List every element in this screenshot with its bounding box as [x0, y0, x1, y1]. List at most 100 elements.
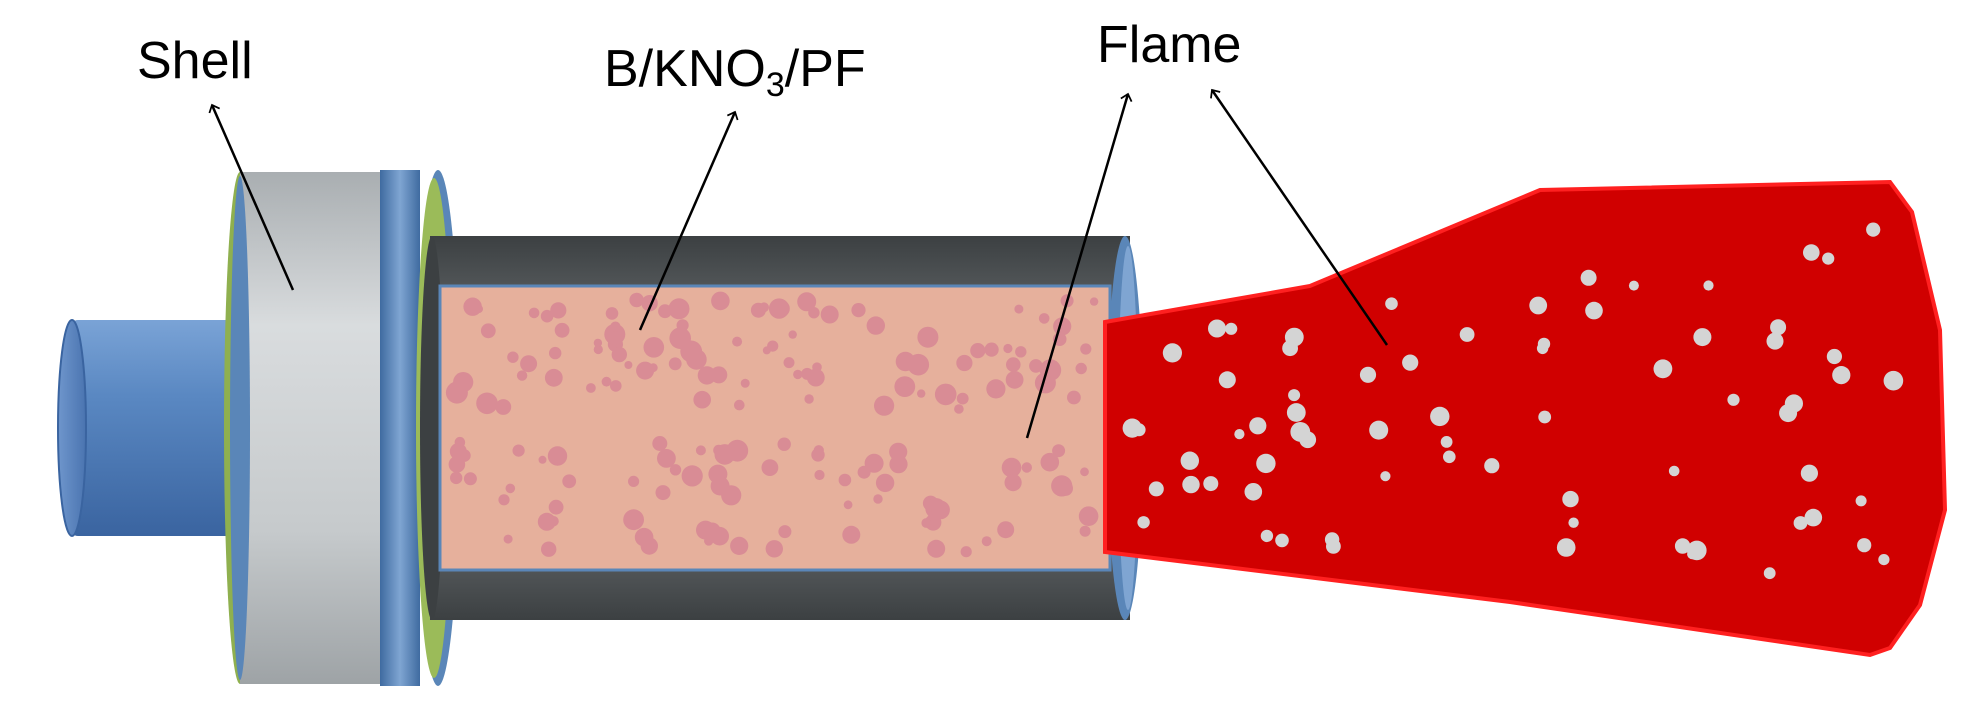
propellant-particle [788, 330, 797, 339]
propellant-particle [604, 323, 626, 345]
propellant-particle [874, 395, 895, 416]
propellant-particle [593, 344, 603, 355]
flame-particle [1803, 244, 1820, 261]
flame-label: Flame [1097, 16, 1241, 74]
propellant-particle [669, 327, 691, 350]
propellant-particle [1089, 297, 1099, 306]
propellant-particle [734, 399, 745, 411]
flame-particle [1326, 539, 1341, 554]
flame-particle [1369, 420, 1389, 440]
flame-particle [1568, 517, 1579, 528]
flame-particle [1430, 406, 1450, 427]
propellant-particle [453, 372, 474, 393]
flame-particle [1234, 429, 1245, 440]
flame-particle [1529, 296, 1548, 315]
propellant-particle [778, 525, 792, 539]
propellant-particle [503, 534, 513, 544]
propellant-particle [624, 361, 633, 369]
flame-particle [1536, 342, 1549, 355]
flame-particle [1282, 340, 1298, 357]
flame-particle [1459, 327, 1475, 342]
propellant-particle [956, 392, 969, 405]
propellant-particle [537, 512, 556, 531]
propellant-particle [655, 485, 671, 501]
propellant-particle [873, 494, 883, 504]
propellant-particle [696, 520, 715, 540]
flame-particle [1182, 475, 1200, 494]
propellant-particle [463, 297, 482, 316]
propellant-label-suffix: /PF [785, 40, 866, 98]
propellant-particle [658, 304, 672, 319]
propellant-particle [1038, 313, 1050, 324]
propellant-particle [889, 442, 908, 461]
propellant-particle [1005, 370, 1024, 389]
propellant-particle [997, 521, 1015, 539]
propellant-particle [921, 518, 932, 528]
propellant-label-prefix: B/KNO [604, 40, 766, 98]
flame-particle [1674, 538, 1691, 554]
flame-particle [1208, 319, 1226, 338]
propellant-particle [710, 526, 729, 546]
propellant-particle [1078, 506, 1099, 526]
flame-particle [1556, 538, 1576, 557]
propellant-particle [895, 351, 916, 372]
propellant-particle [713, 444, 725, 456]
flame-particle [1822, 252, 1835, 265]
flame-particle [1162, 343, 1182, 363]
propellant-particle [681, 465, 703, 487]
flame-particle [1260, 529, 1274, 543]
flame-particle [1443, 450, 1456, 464]
propellant-particle [601, 376, 612, 387]
propellant-particle [898, 379, 909, 389]
flame-particle [1218, 371, 1236, 389]
propellant-particle [520, 355, 538, 373]
propellant-particle [1040, 452, 1060, 472]
flame-particle [1380, 471, 1391, 482]
propellant-particle [610, 380, 622, 392]
propellant-particle [1029, 359, 1043, 373]
flame-particle [1883, 370, 1904, 391]
flame-particle [1766, 332, 1784, 350]
flame-arrow-right [1210, 88, 1389, 346]
propellant-particle [476, 392, 498, 415]
propellant-particle [498, 494, 510, 506]
propellant-particle [623, 509, 644, 531]
propellant-particles [445, 291, 1099, 558]
leader-arrows [208, 88, 1389, 439]
propellant-particle [986, 379, 1006, 399]
propellant-particle [806, 368, 825, 387]
propellant-particle [544, 368, 563, 387]
propellant-particle [1052, 444, 1066, 458]
propellant-particle [652, 436, 668, 451]
propellant-particle [634, 527, 654, 547]
propellant-particle [804, 394, 814, 404]
flame-particle [1440, 436, 1453, 448]
flame-particle [1784, 394, 1803, 413]
propellant-particle [1080, 343, 1092, 355]
propellant-particle [842, 525, 861, 544]
shell-label: Shell [137, 32, 253, 90]
flame-particle [1653, 359, 1673, 379]
propellant-particle [710, 476, 730, 496]
propellant-particle [740, 378, 750, 388]
propellant-particle [1014, 304, 1024, 314]
propellant-particle [838, 473, 852, 487]
propellant-particle [548, 499, 564, 515]
propellant-particle [777, 437, 791, 451]
flame-particle [1832, 366, 1851, 385]
propellant-particle [759, 302, 769, 313]
propellant-particle [793, 369, 803, 380]
propellant-particle [463, 472, 477, 486]
propellant-particle [970, 343, 986, 359]
propellant-particle [783, 357, 795, 369]
flame-particle [1225, 322, 1238, 335]
propellant-particle [1003, 343, 1013, 354]
flame-particle [1763, 567, 1776, 580]
propellant-particle [820, 305, 839, 324]
propellant-particle [866, 316, 885, 335]
propellant-particle [611, 346, 627, 363]
propellant-particle [1067, 390, 1081, 405]
propellant-particle [864, 453, 884, 473]
propellant-particle [495, 399, 512, 415]
propellant-particle [1079, 525, 1091, 537]
